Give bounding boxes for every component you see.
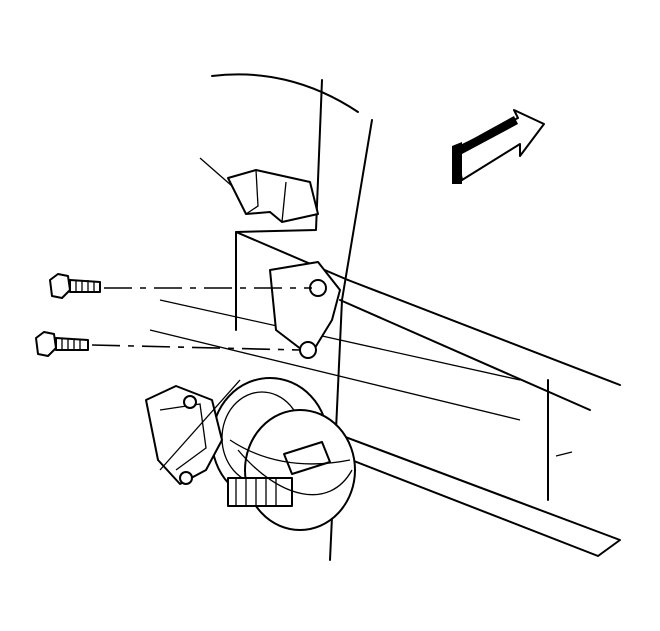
fog-lamp-assembly [145, 377, 356, 531]
upper-bracket [227, 169, 319, 223]
bolt-icon [35, 331, 57, 357]
lower-bolt-alignment-line [91, 344, 301, 351]
lower-bolt [35, 331, 89, 357]
upper-bolt [49, 273, 101, 299]
mounting-plate [269, 261, 341, 359]
body-panel [149, 73, 621, 561]
direction-arrow-icon [452, 109, 545, 184]
bolt-icon [49, 273, 71, 299]
